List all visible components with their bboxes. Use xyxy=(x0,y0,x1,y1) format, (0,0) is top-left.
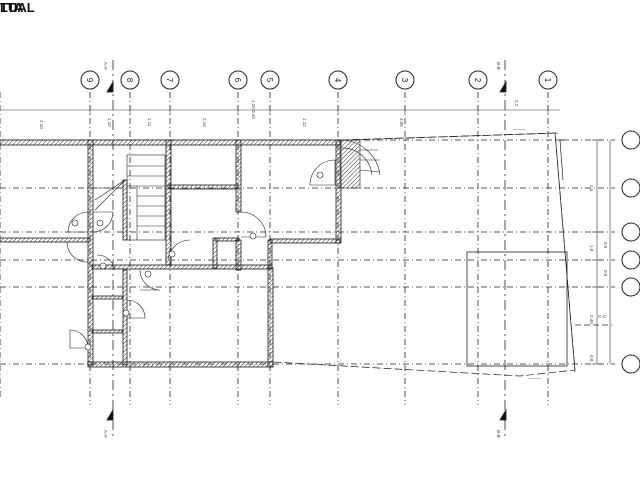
grid-axis-label: 7 xyxy=(165,78,174,83)
right-axis-bubbles xyxy=(621,130,640,374)
door-hinge-dots xyxy=(71,171,324,351)
courtyard-rectangle xyxy=(466,251,568,367)
dim-label: 0.9 xyxy=(603,270,608,277)
site-boundary-solid xyxy=(554,132,576,373)
dim-label: 1.20 0.34 xyxy=(251,100,256,119)
grid-axis-label: 2 xyxy=(473,78,482,83)
section-aa-label-bottom: A-A' xyxy=(103,430,108,439)
exterior-walls xyxy=(0,139,342,368)
grid-axis-bubble xyxy=(120,70,140,90)
boundary-note-bottom: ——— xyxy=(528,376,542,381)
dim-label: 2.40 xyxy=(589,315,594,324)
right-dimension-texts: 2.6 1.8 0.9 0.9 2.40 0.8 xyxy=(589,185,608,362)
dim-label: 0.8 xyxy=(589,355,594,362)
grid-axis-label: 5 xyxy=(265,78,274,83)
drawing-title-fragment-top: TUAL xyxy=(0,0,35,15)
dim-label: 1.11 xyxy=(147,118,152,127)
right-dimension-line xyxy=(592,139,611,365)
dim-label: 2.2 xyxy=(514,100,519,107)
section-bb-label-top: B-B' xyxy=(496,62,501,71)
grid-axis-label: 3 xyxy=(400,78,409,83)
dim-label: 2.6 xyxy=(589,185,594,192)
grid-axis-bubble xyxy=(468,70,488,90)
grid-axis-label: 9 xyxy=(85,78,94,83)
dim-label: 1.12 xyxy=(302,118,307,127)
dim-label: 1.8 xyxy=(589,245,594,252)
dim-label: 2.16 xyxy=(202,118,207,127)
grid-axis-label: 8 xyxy=(125,78,134,83)
grid-axis-bubble xyxy=(328,70,348,90)
dim-label: 2.10 xyxy=(39,120,44,129)
dim-label: 1.15 xyxy=(107,118,112,127)
grid-axis-label: 6 xyxy=(233,78,242,83)
grid-axis-label: 1 xyxy=(543,78,552,83)
horizontal-reference-lines xyxy=(0,139,615,365)
grid-axis-bubble xyxy=(538,70,558,90)
grid-axis-label: 4 xyxy=(333,78,342,83)
drawing-title-fragment-bottom: LTA xyxy=(0,0,24,15)
grid-axis-bubble xyxy=(228,70,248,90)
grid-axis-bubble xyxy=(80,70,100,90)
top-dimension-texts: 2.10 1.15 1.11 2.16 1.20 0.34 1.12 3.05 … xyxy=(39,100,519,129)
grid-axis-bubble xyxy=(395,70,415,90)
staircase xyxy=(93,154,166,241)
section-cc-label: C-C' xyxy=(598,314,607,319)
section-aa-label-top: A-A' xyxy=(103,62,108,71)
section-bb-label-bottom: B-B' xyxy=(496,430,501,439)
grid-axis-bubble xyxy=(260,70,280,90)
grid-axis-bubble xyxy=(160,70,180,90)
boundary-note-top: ——— xyxy=(512,127,526,132)
section-markers xyxy=(106,60,612,440)
dim-label: 0.9 xyxy=(603,242,608,249)
top-dimension-line xyxy=(0,105,560,115)
dim-label: 3.05 xyxy=(399,118,404,127)
spiral-staircase xyxy=(339,139,381,189)
site-boundary xyxy=(272,132,576,377)
